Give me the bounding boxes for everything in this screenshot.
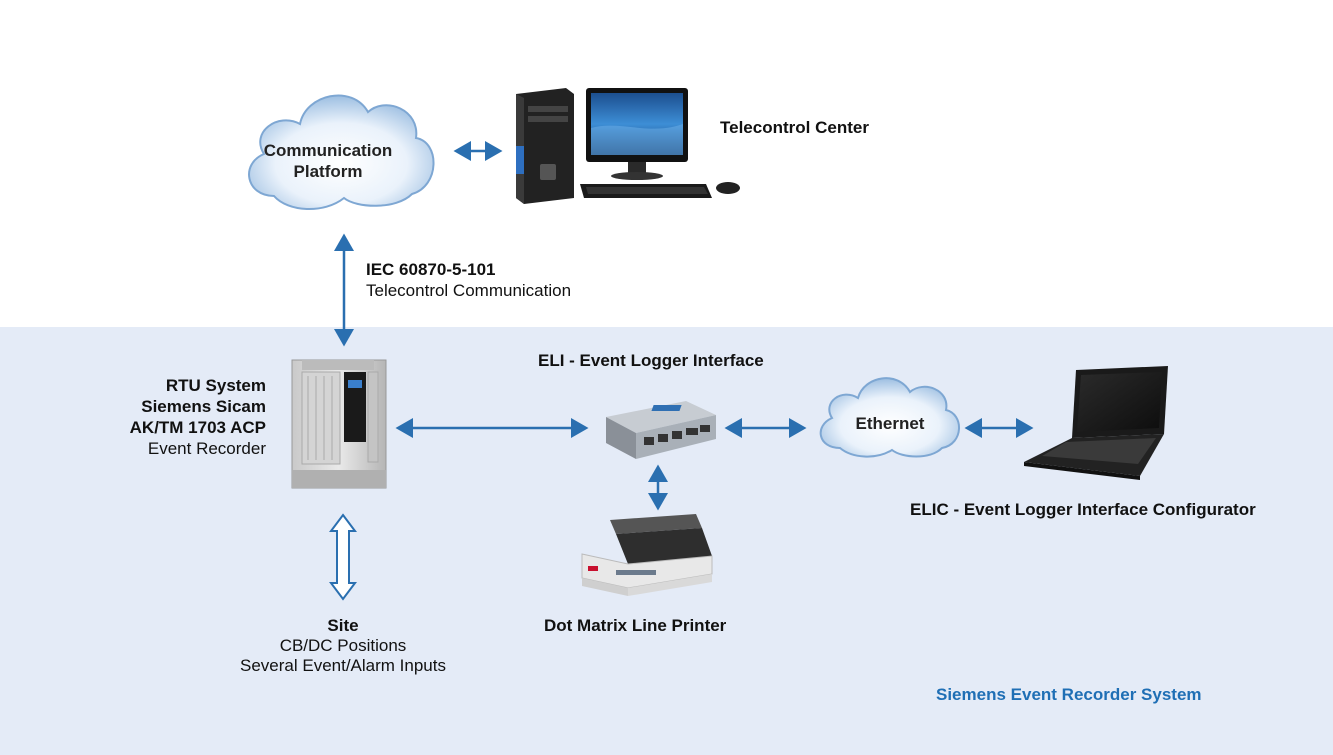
site-line2: Several Event/Alarm Inputs: [240, 656, 446, 675]
communication-platform-label: Communication Platform: [258, 140, 398, 182]
rtu-cabinet-icon: [291, 359, 387, 489]
rtu-to-site-hollow-arrow: [329, 513, 357, 601]
ethernet-label: Ethernet: [855, 414, 925, 433]
communication-platform-line1: Communication: [263, 141, 393, 160]
communication-platform-line2: Platform: [293, 162, 363, 181]
eli-label: ELI - Event Logger Interface: [538, 351, 764, 370]
communication-cloud-icon: [248, 94, 435, 210]
system-caption: Siemens Event Recorder System: [936, 685, 1202, 704]
protocol-name: IEC 60870-5-101: [366, 260, 496, 279]
rtu-line3: AK/TM 1703 ACP: [129, 418, 266, 437]
site-line1: CB/DC Positions: [279, 636, 407, 655]
rtu-line4: Event Recorder: [147, 439, 266, 458]
elic-label: ELIC - Event Logger Interface Configurat…: [910, 500, 1256, 519]
eli-device-icon: [606, 401, 716, 459]
rtu-line2: Siemens Sicam: [141, 397, 266, 416]
telecontrol-center-label: Telecontrol Center: [720, 118, 869, 137]
site-title: Site: [327, 616, 359, 635]
rtu-line1: RTU System: [165, 376, 266, 395]
ethernet-cloud-icon: [819, 377, 960, 458]
laptop-icon: [1024, 366, 1168, 480]
protocol-description: Telecontrol Communication: [366, 281, 572, 300]
desktop-computer-icon: [516, 88, 740, 204]
printer-label: Dot Matrix Line Printer: [544, 616, 727, 635]
dot-matrix-printer-icon: [581, 514, 713, 596]
